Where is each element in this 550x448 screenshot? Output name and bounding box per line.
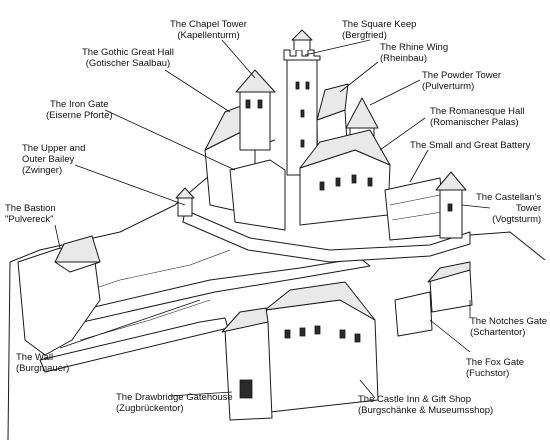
iron-gate-block — [229, 159, 286, 231]
label-wall: The Wall (Burgmauer) — [16, 352, 70, 374]
label-castellans-tower: The Castellan's Tower (Vogtsturm) — [476, 192, 542, 225]
romanesque-hall-roof — [299, 129, 391, 169]
label-upper-outer-bailey: The Upper and Outer Bailey (Zwinger) — [22, 143, 86, 176]
hill-right-slope — [469, 231, 546, 261]
powder-tower-roof — [345, 97, 379, 129]
label-castle-inn: The Castle Inn & Gift Shop (Burgschänke … — [358, 394, 494, 416]
square-keep-battlement — [283, 49, 321, 61]
label-powder-tower: The Powder Tower (Pulverturm) — [422, 70, 502, 92]
label-notches-gate: The Notches Gate (Schartentor) — [470, 316, 548, 338]
label-fox-gate: The Fox Gate (Fuchstor) — [466, 357, 525, 379]
battery — [384, 177, 446, 241]
label-battery: The Small and Great Battery — [410, 140, 531, 151]
hill-lower-left — [7, 261, 11, 441]
label-rhine-wing: The Rhine Wing (Rheinbau) — [380, 42, 449, 64]
drawbridge-gate-opening — [239, 379, 253, 399]
bailey-wall — [182, 209, 471, 263]
bastion-hut-roof — [54, 235, 101, 263]
bailey-turret-cap — [175, 187, 195, 199]
castellans-tower-roof — [435, 171, 467, 191]
outer-wall-lower — [39, 317, 229, 373]
fox-gate — [394, 291, 433, 337]
label-romanesque-hall: The Romanesque Hall (Romanischer Palas) — [430, 106, 525, 128]
label-chapel-tower: The Chapel Tower (Kapellenturm) — [170, 19, 247, 41]
label-square-keep: The Square Keep (Bergfried) — [342, 19, 417, 41]
bailey-turret — [177, 195, 193, 217]
label-bastion: The Bastion "Pulvereck" — [5, 203, 56, 225]
leader-lines — [54, 39, 491, 399]
castle-inn-roof — [264, 281, 376, 321]
chapel-tower — [239, 89, 271, 151]
label-gothic-great-hall: The Gothic Great Hall (Gotischer Saalbau… — [82, 47, 174, 69]
castellans-tower — [439, 187, 463, 239]
label-iron-gate: The Iron Gate (Eiserne Pforte) — [46, 99, 113, 121]
rhine-wing-roof — [316, 83, 349, 121]
chapel-tower-roof — [235, 69, 276, 93]
label-drawbridge-gatehouse: The Drawbridge Gatehouse (Zugbrückentor) — [116, 392, 233, 414]
outer-wall — [59, 257, 371, 327]
